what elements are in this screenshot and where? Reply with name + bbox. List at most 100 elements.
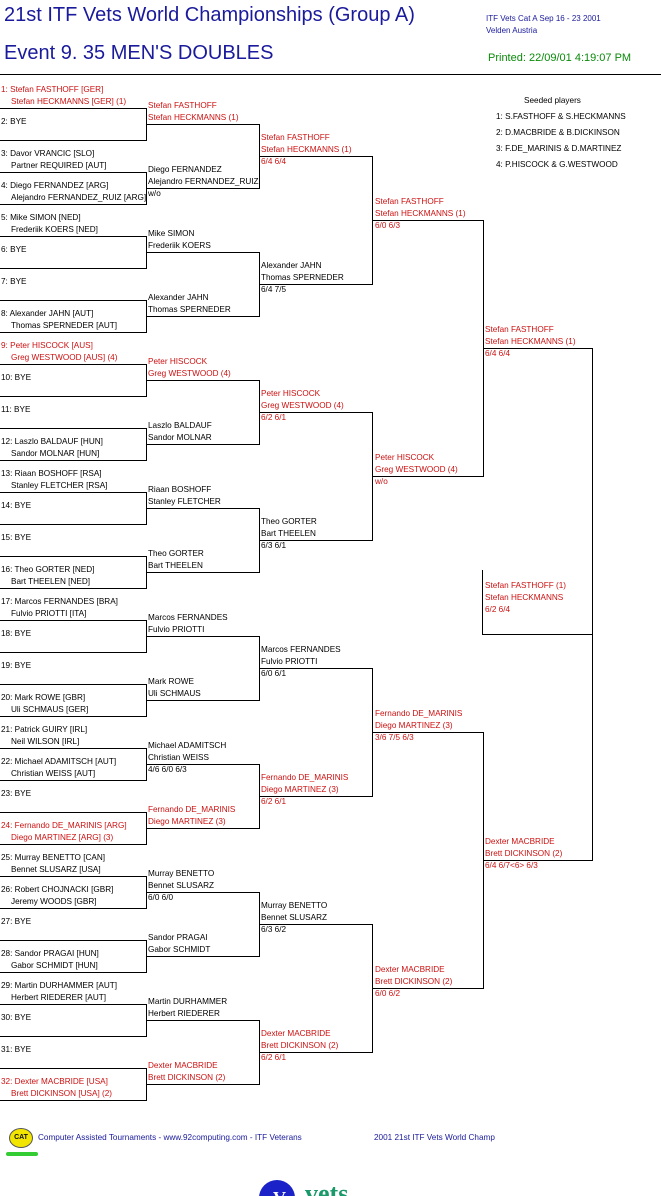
entry-line1: 1: Stefan FASTHOFF [GER] [1,85,104,94]
entry-line2: Herbert RIEDERER [AUT] [11,993,107,1002]
champion-score: 6/2 6/4 [485,605,511,614]
entry-line2: Stefan HECKMANNS (1) [148,113,239,122]
bracket-line [146,892,259,893]
entry-line1: Diego FERNANDEZ [148,165,222,174]
entry-line2: Bennet SLUSARZ [USA] [11,865,101,874]
seeded-item: 1: S.FASTHOFF & S.HECKMANNS [496,112,626,121]
entry-line2: Sandor MOLNAR [148,433,212,442]
entry-line1: Marcos FERNANDES [261,645,341,654]
entry-line1: 2: BYE [1,117,27,126]
entry-line2: Stefan HECKMANNS (1) [261,145,352,154]
bracket-line [146,444,259,445]
entry-line1: 7: BYE [1,277,27,286]
entry-line1: Fernando DE_MARINIS [261,773,349,782]
bracket-line [0,364,146,365]
bracket-line [259,156,372,157]
entry-line2: Fulvio PRIOTTI [261,657,318,666]
entry-line2: Thomas SPERNEDER [AUT] [11,321,118,330]
entry-line1: 21: Patrick GUIRY [IRL] [1,725,88,734]
bracket-line [259,412,372,413]
entry-line2: Neil WILSON [IRL] [11,737,80,746]
bracket-line [259,796,372,797]
match-score: 3/6 7/5 6/3 [375,733,414,742]
entry-line2: Bennet SLUSARZ [261,913,327,922]
entry-line2: Stefan HECKMANNS [GER] (1) [11,97,127,106]
entry-line2: Alejandro FERNANDEZ_RUIZ [148,177,259,186]
match-score: 6/0 6/1 [261,669,287,678]
cat-logo: CAT [9,1128,33,1148]
bracket-line [0,268,146,269]
entry-line1: Murray BENETTO [148,869,215,878]
entry-line2: Partner REQUIRED [AUT] [11,161,107,170]
entry-line1: 4: Diego FERNANDEZ [ARG] [1,181,109,190]
entry-line2: Gabor SCHMIDT [148,945,211,954]
entry-line2: Alejandro FERNANDEZ_RUIZ [ARG] [11,193,147,202]
entry-line1: 10: BYE [1,373,32,382]
event-title: Event 9. 35 MEN'S DOUBLES [4,42,274,64]
bracket-line [372,220,483,221]
bracket-line [0,908,146,909]
match-score: 6/2 6/1 [261,797,287,806]
seeded-item: 4: P.HISCOCK & G.WESTWOOD [496,160,618,169]
bracket-line [0,140,146,141]
entry-line2: Greg WESTWOOD [AUS] (4) [11,353,118,362]
entry-line2: Gabor SCHMIDT [HUN] [11,961,98,970]
bracket-line [146,636,259,637]
header-rule [0,74,661,75]
entry-line2: Brett DICKINSON (2) [261,1041,339,1050]
bracket-line [146,380,259,381]
bracket-line [0,620,146,621]
bracket-line [146,572,259,573]
seeded-item: 3: F.DE_MARINIS & D.MARTINEZ [496,144,622,153]
bracket-line [0,588,146,589]
bracket-line [0,716,146,717]
entry-line2: Bart THEELEN [261,529,316,538]
bracket-line [259,540,372,541]
event-location: Velden Austria [486,26,538,35]
entry-line2: Greg WESTWOOD (4) [261,401,344,410]
entry-line1: 28: Sandor PRAGAI [HUN] [1,949,99,958]
bracket-line [146,252,259,253]
match-score: 6/3 6/2 [261,925,287,934]
entry-line1: Peter HISCOCK [148,357,208,366]
bracket-line [483,634,592,635]
bracket-line [0,204,146,205]
bracket-line [482,570,483,635]
entry-line2: Frederiik KOERS [148,241,211,250]
entry-line2: Brett DICKINSON (2) [485,849,563,858]
entry-line1: 25: Murray BENETTO [CAN] [1,853,106,862]
entry-line1: 20: Mark ROWE [GBR] [1,693,86,702]
entry-line1: Peter HISCOCK [261,389,321,398]
entry-line1: 12: Laszlo BALDAUF [HUN] [1,437,103,446]
entry-line1: Fernando DE_MARINIS [148,805,236,814]
bracket-line [0,940,146,941]
entry-line1: Dexter MACBRIDE [261,1029,331,1038]
entry-line2: Christian WEISS [AUT] [11,769,96,778]
entry-line1: 18: BYE [1,629,32,638]
bracket-line [0,652,146,653]
event-category-dates: ITF Vets Cat A Sep 16 - 23 2001 [486,14,601,23]
entry-line2: Fulvio PRIOTTI [ITA] [11,609,87,618]
entry-line2: Greg WESTWOOD (4) [375,465,458,474]
entry-line2: Jeremy WOODS [GBR] [11,897,97,906]
tournament-title: 21st ITF Vets World Championships (Group… [4,4,415,26]
printed-timestamp: Printed: 22/09/01 4:19:07 PM [488,52,632,64]
entry-line2: Christian WEISS [148,753,209,762]
entry-line1: 15: BYE [1,533,32,542]
entry-line2: Thomas SPERNEDER [261,273,344,282]
entry-line1: Stefan FASTHOFF [148,101,217,110]
entry-line1: 26: Robert CHOJNACKI [GBR] [1,885,114,894]
bracket-line [259,924,372,925]
entry-line1: Martin DURHAMMER [148,997,228,1006]
entry-line2: Sandor MOLNAR [HUN] [11,449,100,458]
entry-line1: 17: Marcos FERNANDES [BRA] [1,597,118,606]
bracket-line [372,988,483,989]
entry-line2: Brett DICKINSON (2) [148,1073,226,1082]
entry-line2: Diego MARTINEZ (3) [261,785,339,794]
entry-line1: Alexander JAHN [148,293,209,302]
vets-logo-text: vets [305,1179,348,1196]
bracket-line [0,844,146,845]
bracket-line [146,700,259,701]
bracket-line [259,668,372,669]
